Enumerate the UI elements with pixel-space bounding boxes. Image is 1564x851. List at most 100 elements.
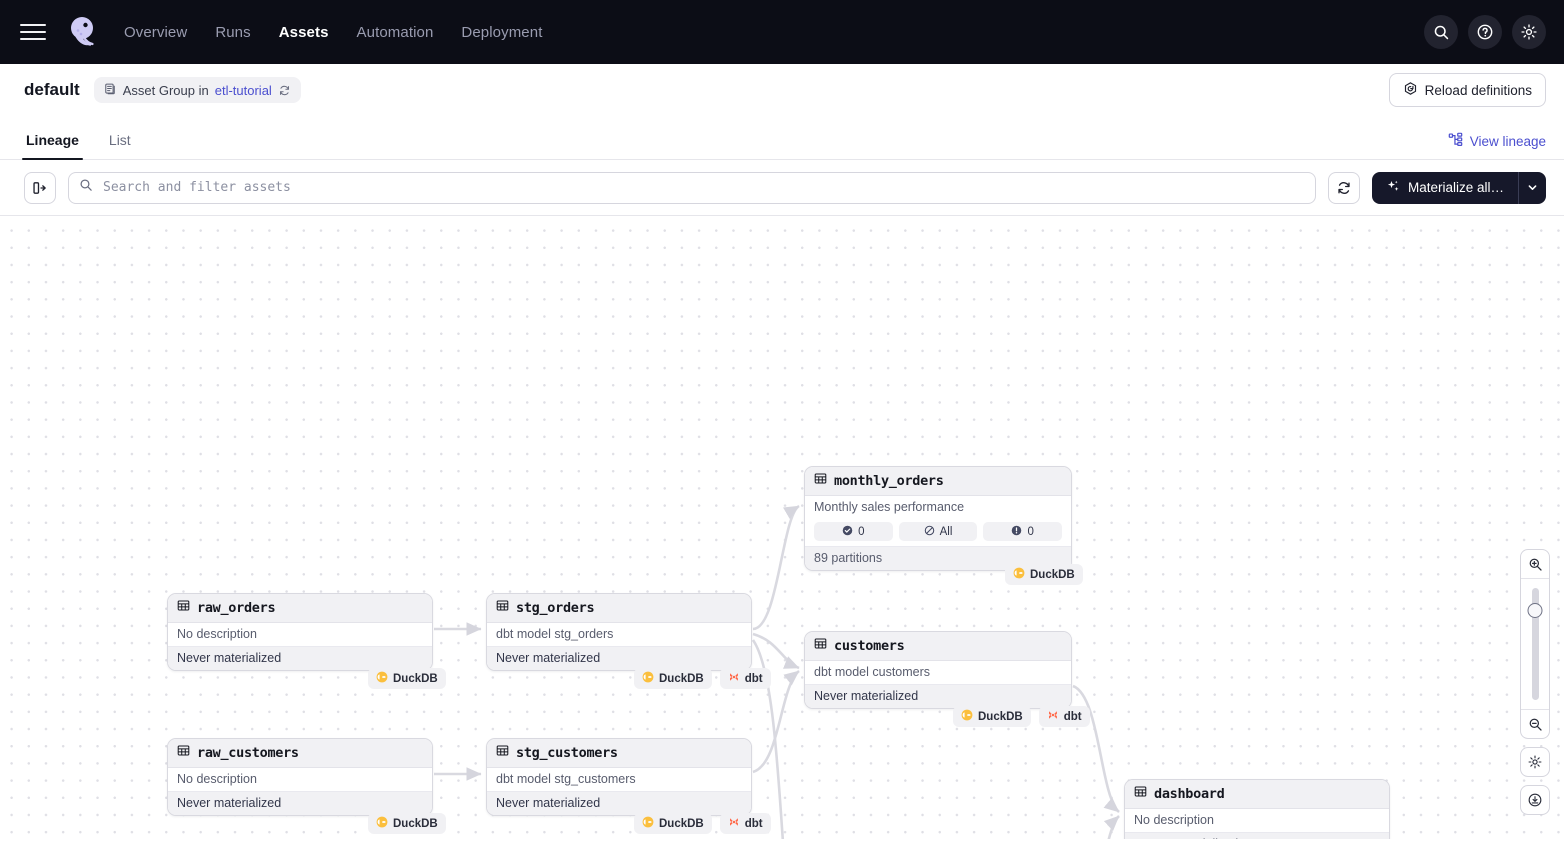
asset-group-breadcrumb: Asset Group in etl-tutorial [94,77,301,103]
tag-label: DuckDB [1030,569,1075,581]
tab-lineage[interactable]: Lineage [24,132,81,159]
asset-node-status: Never materialized [805,684,1071,708]
fit-to-screen-download-circle-icon[interactable] [1520,785,1550,815]
refresh-graph-button[interactable] [1328,172,1360,204]
duckdb-icon [961,709,973,724]
asset-node-raw_orders[interactable]: raw_orders No description Never material… [167,593,433,671]
edge-stg_orders-monthly_orders [753,506,799,629]
nav-link-runs[interactable]: Runs [215,24,250,41]
asset-node-name: stg_customers [516,745,618,761]
zoom-level-slider[interactable] [1520,579,1550,709]
asset-node-header: dashboard [1125,780,1389,809]
slider-thumb[interactable] [1528,603,1543,618]
partition-pill-failed[interactable]: 0 [983,522,1062,541]
zoom-out-icon[interactable] [1520,710,1550,738]
tab-bar: Lineage List View lineage [0,116,1564,160]
nav-link-automation[interactable]: Automation [357,24,434,41]
table-icon [496,599,509,617]
dbt-icon [728,816,740,831]
settings-gear-icon[interactable] [1512,15,1546,49]
asset-node-customers[interactable]: customers dbt model customers Never mate… [804,631,1072,709]
tag-duckdb[interactable]: DuckDB [953,706,1031,727]
asset-graph-toolbar: Materialize all… [0,160,1564,216]
view-lineage-link[interactable]: View lineage [1448,132,1546,150]
asset-node-raw_customers[interactable]: raw_customers No description Never mater… [167,738,433,816]
asset-tags-raw_orders: DuckDB [368,668,446,689]
tag-duckdb[interactable]: DuckDB [368,668,446,689]
asset-node-description: dbt model stg_orders [487,623,751,646]
asset-tags-raw_customers: DuckDB [368,813,446,834]
tag-dbt[interactable]: dbt [720,668,771,689]
graph-settings-gear-icon[interactable] [1520,747,1550,777]
asset-node-dashboard[interactable]: dashboard No description Never materiali… [1124,779,1390,839]
zoom-controls [1520,549,1550,815]
search-field[interactable] [68,172,1316,204]
search-icon [79,178,93,197]
asset-lineage-canvas[interactable]: monthly_orders Monthly sales performance… [0,216,1564,839]
partition-pill-label: All [940,526,953,538]
asset-tags-stg_customers: DuckDB dbt [634,813,771,834]
nav-link-assets[interactable]: Assets [279,24,329,41]
asset-node-header: monthly_orders [805,467,1071,496]
primary-nav-links: Overview Runs Assets Automation Deployme… [124,24,542,41]
refresh-icon[interactable] [278,84,291,97]
reload-definitions-label: Reload definitions [1425,83,1532,98]
asset-node-header: raw_orders [168,594,432,623]
nav-link-overview[interactable]: Overview [124,24,187,41]
partition-pill-missing[interactable]: All [899,522,978,541]
tag-label: DuckDB [659,818,704,830]
asset-node-stg_orders[interactable]: stg_orders dbt model stg_orders Never ma… [486,593,752,671]
dagster-logo[interactable] [62,12,102,52]
partition-pill-materialized[interactable]: 0 [814,522,893,541]
page-header: default Asset Group in etl-tutorial [0,64,1564,116]
asset-node-status: Never materialized [487,791,751,815]
asset-group-prefix: Asset Group in [123,83,209,98]
tag-duckdb[interactable]: DuckDB [634,668,712,689]
asset-node-description: No description [168,768,432,791]
asset-node-stg_customers[interactable]: stg_customers dbt model stg_customers Ne… [486,738,752,816]
asset-node-description: No description [168,623,432,646]
asset-node-name: monthly_orders [834,473,944,489]
asset-partition-bar: 0 All 0 [805,519,1071,546]
materialize-all-label: Materialize all… [1408,180,1504,195]
table-icon [814,472,827,490]
exclamation-circle-icon [1011,525,1022,539]
help-icon[interactable] [1468,15,1502,49]
tag-label: dbt [745,673,763,685]
search-icon[interactable] [1424,15,1458,49]
page-title: default [24,80,80,100]
materialize-all-button[interactable]: Materialize all… [1372,172,1518,204]
hamburger-menu-icon[interactable] [20,22,46,42]
asset-node-name: raw_customers [197,745,299,761]
edge-customers-dashboard [1073,686,1119,812]
tag-label: DuckDB [393,673,438,685]
tab-list[interactable]: List [107,132,133,159]
reload-definitions-button[interactable]: Reload definitions [1389,73,1546,107]
asset-node-status: Never materialized [168,791,432,815]
asset-group-link[interactable]: etl-tutorial [215,83,272,98]
asset-tags-customers: DuckDB dbt [953,706,1090,727]
dbt-icon [1047,709,1059,724]
panel-toggle-icon[interactable] [24,172,56,204]
nav-link-deployment[interactable]: Deployment [461,24,542,41]
sparkle-icon [1386,179,1401,197]
asset-node-status: Never materialized [168,646,432,670]
asset-node-name: raw_orders [197,600,275,616]
duckdb-icon [376,671,388,686]
tag-dbt[interactable]: dbt [720,813,771,834]
asset-node-header: customers [805,632,1071,661]
tag-dbt[interactable]: dbt [1039,706,1090,727]
tag-duckdb[interactable]: DuckDB [1005,564,1083,585]
search-input[interactable] [101,179,1305,196]
tag-label: DuckDB [393,818,438,830]
tag-duckdb[interactable]: DuckDB [634,813,712,834]
table-icon [496,744,509,762]
zoom-in-icon[interactable] [1520,550,1550,578]
materialize-options-chevron-down-icon[interactable] [1518,172,1546,204]
materialize-all-group: Materialize all… [1372,172,1546,204]
partition-pill-label: 0 [858,526,864,538]
asset-node-monthly_orders[interactable]: monthly_orders Monthly sales performance… [804,466,1072,571]
tag-duckdb[interactable]: DuckDB [368,813,446,834]
lineage-icon [1448,132,1463,150]
asset-node-header: raw_customers [168,739,432,768]
